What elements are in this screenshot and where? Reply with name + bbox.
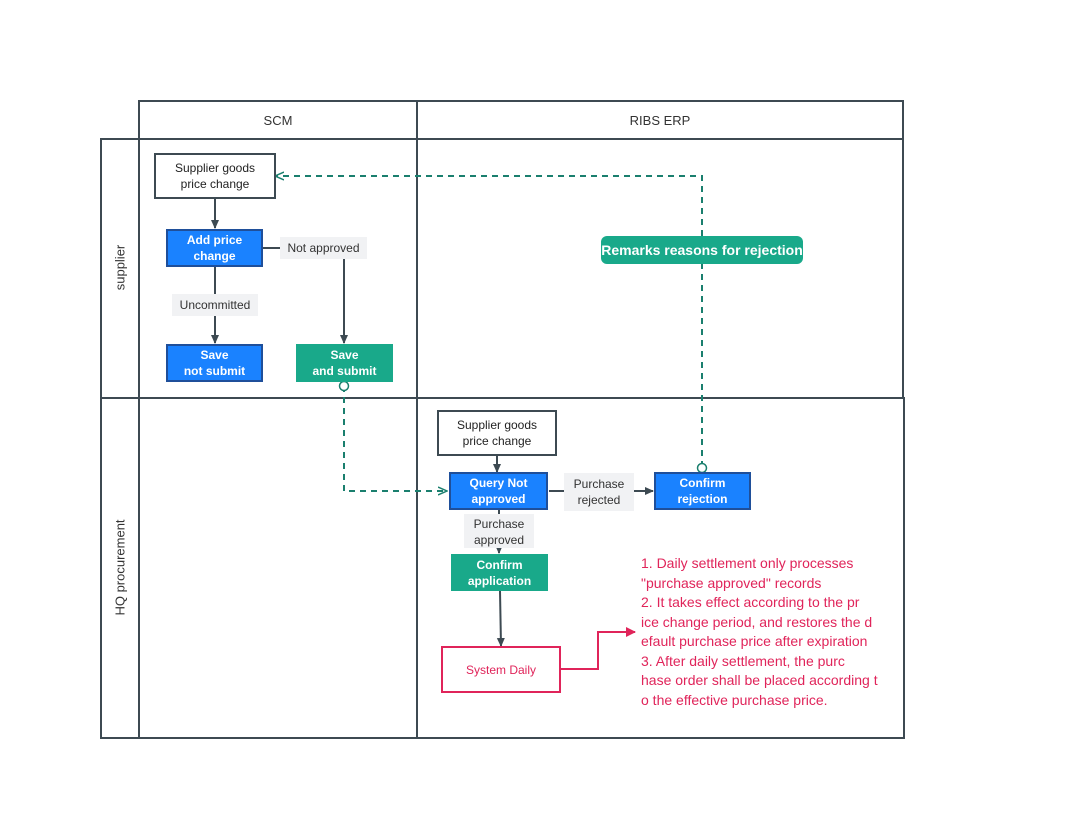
edge-label-not-approved: Not approved xyxy=(280,237,367,259)
node-confirm-application[interactable]: Confirm application xyxy=(451,554,548,591)
note-line: hase order shall be placed according t xyxy=(641,672,878,688)
node-add-price-change[interactable]: Add price change xyxy=(166,229,263,267)
node-system-daily[interactable]: System Daily xyxy=(441,646,561,693)
note-line: efault purchase price after expiration xyxy=(641,633,868,649)
edge-confirm-app-to-daily xyxy=(496,590,505,647)
edge-label-purchase-rejected: Purchase rejected xyxy=(564,473,634,511)
column-header-scm: SCM xyxy=(263,113,293,128)
note-line: ice change period, and restores the d xyxy=(641,613,873,630)
dashed-connectors xyxy=(276,176,703,491)
connector-dot-submit xyxy=(338,380,350,392)
note-line: 2. It takes effect according to the pr xyxy=(641,594,860,610)
lane-label-supplier: supplier xyxy=(112,244,128,291)
note-line: "purchase approved" records xyxy=(641,574,822,591)
column-header-erp: RIBS ERP xyxy=(629,113,691,128)
swimlane-frame xyxy=(100,100,905,739)
edge-label-purchase-approved: Purchase approved xyxy=(464,514,534,548)
edge-daily-to-notes xyxy=(560,627,636,670)
solid-connectors xyxy=(211,199,654,647)
edge-rejection-to-top xyxy=(276,176,703,467)
node-query-not-approved[interactable]: Query Not approved xyxy=(449,472,548,510)
settlement-notes: 1. Daily settlement only processes "purc… xyxy=(641,554,891,710)
edge-submit-to-query xyxy=(343,386,446,491)
node-confirm-rejection[interactable]: Confirm rejection xyxy=(654,472,751,510)
lane-label-hq: HQ procurement xyxy=(112,519,128,616)
note-line: 1. Daily settlement only processes xyxy=(641,555,854,571)
note-line: 3. After daily settlement, the purc xyxy=(641,652,845,669)
node-save-and-submit[interactable]: Save and submit xyxy=(296,344,393,382)
node-supplier-change-erp[interactable]: Supplier goods price change xyxy=(437,410,557,456)
remarks-rejection-label: Remarks reasons for rejection xyxy=(601,236,803,264)
note-line: o the effective purchase price. xyxy=(641,691,828,708)
node-save-not-submit[interactable]: Save not submit xyxy=(166,344,263,382)
edge-add-to-save-and-submit xyxy=(263,247,348,344)
node-supplier-change-top[interactable]: Supplier goods price change xyxy=(154,153,276,199)
edge-label-uncommitted: Uncommitted xyxy=(172,294,258,316)
